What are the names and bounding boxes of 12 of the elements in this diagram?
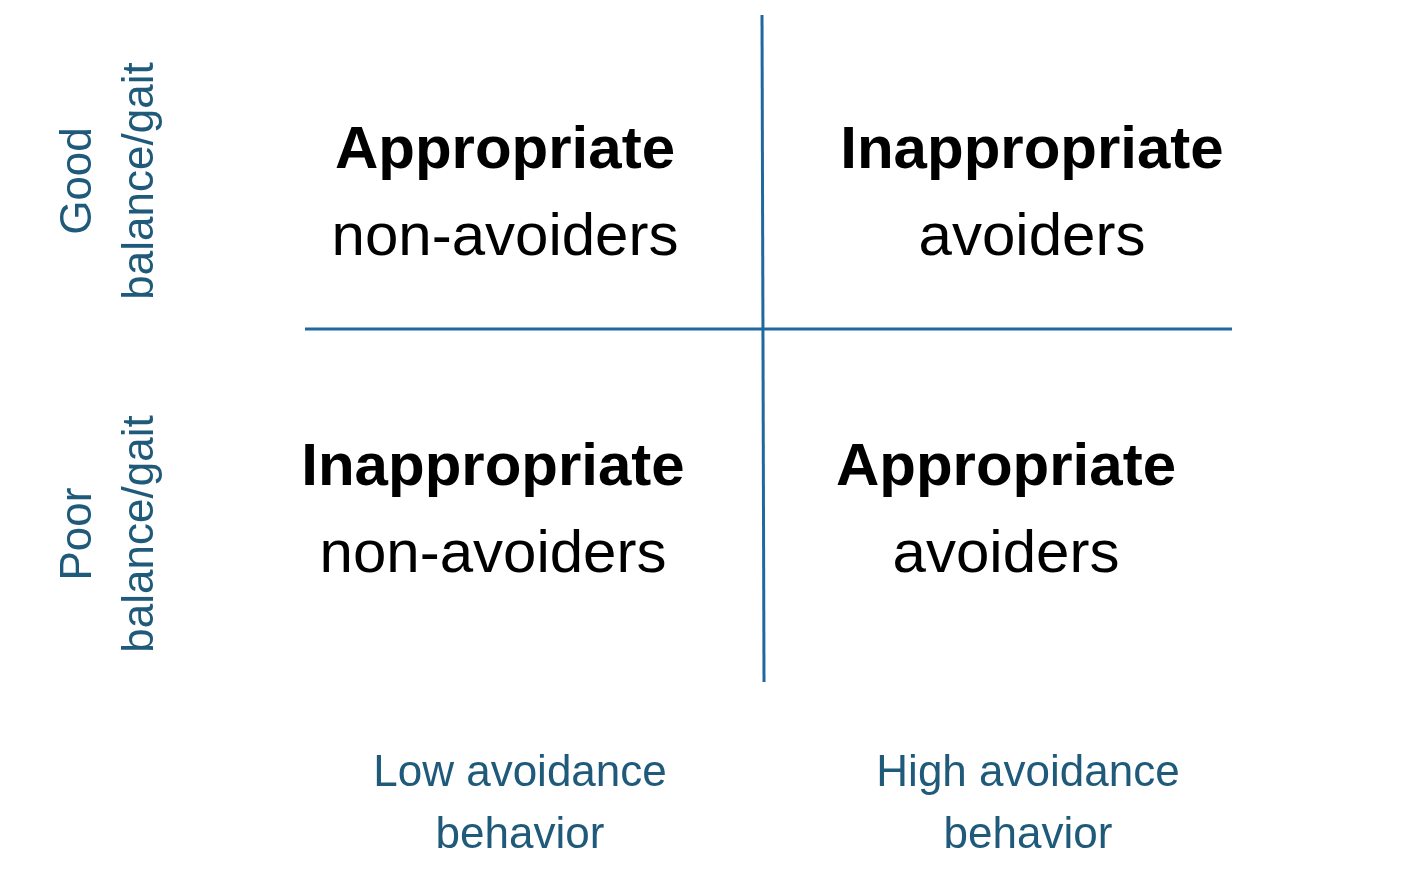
column-axis-label: Low avoidance behavior [372,745,668,859]
row-axis-label: Poor balance/gait [50,414,163,655]
quadrant-text: avoiders [917,200,1147,270]
quadrant-text: avoiders [891,517,1121,587]
column-axis-label: High avoidance behavior [875,745,1181,859]
quadrant-heading: Inappropriate [839,113,1225,183]
row-axis-label: Good balance/gait [50,61,163,302]
quadrant-text: non-avoiders [330,200,680,270]
quadrant-text: non-avoiders [318,517,668,587]
quadrant-heading: Appropriate [835,430,1177,500]
quadrant-heading: Inappropriate [300,430,686,500]
quadrant-heading: Appropriate [334,113,676,183]
